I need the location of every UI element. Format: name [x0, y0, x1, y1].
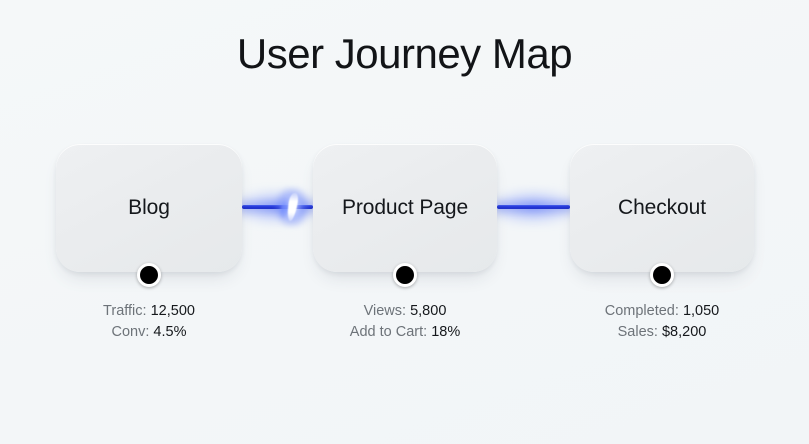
metric-row: Conv: 4.5% — [56, 322, 242, 343]
metric-row: Sales: $8,200 — [570, 322, 754, 343]
connector-line — [497, 205, 570, 209]
metric-value: 18% — [431, 324, 461, 340]
metric-label: Traffic: — [103, 303, 147, 319]
node-label: Product Page — [341, 196, 469, 219]
metric-label: Completed: — [604, 303, 679, 319]
metric-row: Add to Cart: 18% — [313, 322, 497, 343]
connector-product-page-to-checkout[interactable] — [487, 187, 580, 227]
node-label: Checkout — [618, 196, 706, 219]
connector-line — [242, 205, 313, 209]
metrics-product-page: Views: 5,800 Add to Cart: 18% — [313, 301, 497, 343]
connector-blog-to-product-page[interactable] — [232, 187, 323, 227]
metrics-blog: Traffic: 12,500 Conv: 4.5% — [56, 301, 242, 343]
node-blog[interactable]: Blog — [56, 144, 242, 287]
metric-row: Views: 5,800 — [313, 301, 497, 322]
circle-handle-icon[interactable] — [650, 263, 674, 287]
metric-value: 12,500 — [150, 303, 195, 319]
journey-flow: Blog Product Page Checkout Traffic: 12,5… — [0, 144, 809, 340]
metric-value: 5,800 — [410, 303, 447, 319]
metrics-checkout: Completed: 1,050 Sales: $8,200 — [570, 301, 754, 343]
metric-row: Traffic: 12,500 — [56, 301, 242, 322]
metric-value: 1,050 — [682, 303, 720, 319]
metric-row: Completed: 1,050 — [570, 301, 754, 322]
node-product-page[interactable]: Product Page — [313, 144, 497, 287]
metric-label: Conv: — [111, 324, 150, 340]
node-checkout[interactable]: Checkout — [570, 144, 754, 287]
metric-label: Add to Cart: — [349, 324, 428, 340]
page-title: User Journey Map — [236, 30, 573, 77]
circle-handle-icon[interactable] — [393, 263, 417, 287]
metric-value: $8,200 — [661, 324, 707, 340]
metric-label: Sales: — [617, 324, 658, 340]
circle-handle-icon[interactable] — [137, 263, 161, 287]
metric-label: Views: — [363, 303, 407, 319]
metric-value: 4.5% — [153, 324, 187, 340]
node-label: Blog — [128, 196, 170, 219]
